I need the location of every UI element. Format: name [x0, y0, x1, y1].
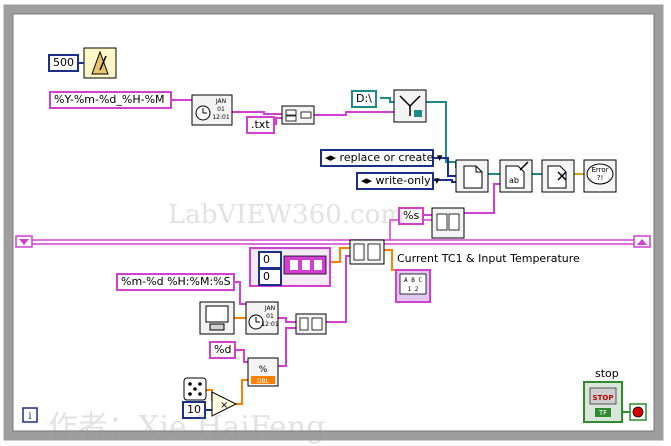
path-constant[interactable]: D:\	[351, 90, 377, 108]
open-mode-value: replace or create	[339, 151, 434, 164]
svg-text:STOP: STOP	[593, 394, 614, 402]
date-format-constant[interactable]: %Y-%m-%d_%H-%M	[49, 91, 172, 109]
multiplier-constant[interactable]: 10	[182, 401, 206, 419]
enum-wire	[434, 157, 456, 177]
graph-indicator-label: Current TC1 & Input Temperature	[397, 252, 580, 265]
svg-text:01: 01	[266, 313, 274, 320]
enum-arrows-icon: ◂▸	[361, 174, 373, 187]
svg-text:JAN: JAN	[264, 305, 275, 312]
wait-ms-constant[interactable]: 500	[48, 54, 79, 72]
svg-text:1 2: 1 2	[408, 286, 419, 293]
svg-text:ab: ab	[509, 176, 519, 185]
svg-text:Error: Error	[591, 166, 608, 174]
iteration-terminal	[22, 407, 38, 423]
svg-text:A B C: A B C	[404, 277, 422, 284]
chevron-down-icon: ▾	[436, 151, 443, 164]
enum-arrows-icon: ◂▸	[325, 151, 337, 164]
number-format-constant[interactable]: %d	[209, 341, 237, 359]
path-wire	[380, 97, 394, 103]
access-mode-value: write-only	[375, 174, 431, 187]
open-mode-enum[interactable]: ◂▸ replace or create ▾	[320, 149, 442, 167]
svg-text:01: 01	[217, 106, 225, 113]
while-loop-frame	[3, 4, 664, 441]
svg-text:i: i	[28, 411, 31, 422]
svg-text:?!: ?!	[597, 174, 604, 182]
svg-text:12:01: 12:01	[261, 321, 278, 328]
svg-text:%: %	[259, 365, 268, 375]
stop-label: stop	[595, 367, 619, 380]
svg-text:×: ×	[220, 400, 228, 411]
string-format-constant[interactable]: %s	[398, 207, 425, 225]
multiply-node	[211, 391, 238, 417]
svg-text:12:01: 12:01	[212, 114, 229, 121]
extension-constant[interactable]: .txt	[246, 116, 275, 134]
time-format-constant[interactable]: %m-%d %H:%M:%S	[116, 273, 235, 291]
array-element-0[interactable]: 0	[258, 251, 282, 269]
chevron-down-icon: ▾	[434, 174, 440, 187]
timestamp-month: JAN	[215, 98, 226, 105]
access-mode-enum[interactable]: ◂▸ write-only ▾	[356, 172, 440, 190]
svg-text:DBL: DBL	[257, 378, 270, 385]
array-element-1[interactable]: 0	[258, 268, 282, 286]
dbl-array-wire	[330, 247, 350, 263]
svg-text:TF: TF	[598, 409, 607, 417]
